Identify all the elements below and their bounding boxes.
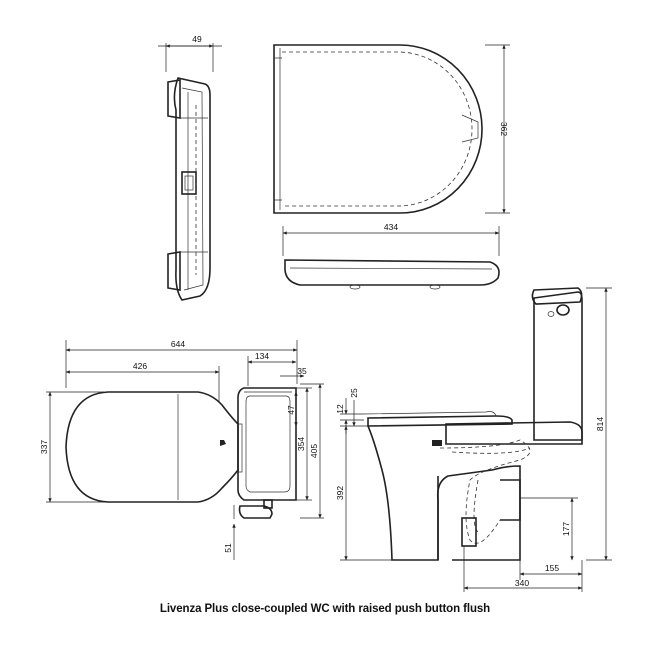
dim-inner-depth: 47	[286, 391, 298, 427]
dim-seat-depth: 49	[158, 34, 222, 72]
technical-drawing: 49 362 434	[39, 34, 612, 592]
dim-seat-length: 362	[485, 44, 510, 214]
dim-label-340: 340	[515, 578, 529, 588]
dim-cistern-width: 354	[296, 387, 312, 501]
plan-view	[65, 387, 297, 519]
dim-total-height: 814	[586, 287, 612, 561]
dim-seat-width: 434	[282, 222, 500, 256]
dim-overall-depth-side: 337	[39, 391, 104, 503]
dim-label-25: 25	[349, 388, 359, 398]
dim-overall-length: 644	[65, 339, 298, 388]
seat-top-view	[273, 44, 483, 214]
dim-label-392: 392	[335, 486, 345, 500]
dim-label-49: 49	[192, 34, 202, 44]
dim-flush-pipe: 51	[223, 505, 236, 560]
dim-label-434: 434	[384, 222, 398, 232]
dim-outlet-offset: 155	[519, 560, 583, 580]
dim-label-47: 47	[286, 405, 296, 415]
side-elevation	[363, 287, 583, 561]
dim-seat-heights: 25 12	[335, 388, 364, 434]
dim-rim-height: 392	[335, 425, 392, 561]
dim-button-offset: 35	[280, 366, 307, 378]
dim-label-51: 51	[223, 543, 233, 553]
dim-label-134: 134	[255, 351, 269, 361]
dim-label-405: 405	[309, 444, 319, 458]
dim-label-12: 12	[335, 404, 345, 414]
dim-label-337: 337	[39, 440, 49, 454]
seat-edge-view	[284, 259, 500, 290]
dim-cistern-depth: 134	[247, 351, 297, 386]
dim-bowl-length: 426	[65, 361, 220, 402]
dim-label-362: 362	[499, 122, 509, 136]
figure-caption: Livenza Plus close-coupled WC with raise…	[159, 603, 491, 615]
dim-wall-to-outlet: 340	[463, 546, 583, 592]
dim-label-177: 177	[561, 522, 571, 536]
seat-side-view	[167, 77, 211, 301]
dim-label-155: 155	[545, 563, 559, 573]
dim-label-426: 426	[133, 361, 147, 371]
dim-label-644: 644	[171, 339, 185, 349]
dim-label-814: 814	[595, 417, 605, 431]
dim-outlet-height: 177	[520, 497, 578, 561]
dim-label-354: 354	[296, 437, 306, 451]
dim-overall-width: 405	[300, 383, 324, 519]
dim-label-35: 35	[297, 366, 307, 376]
